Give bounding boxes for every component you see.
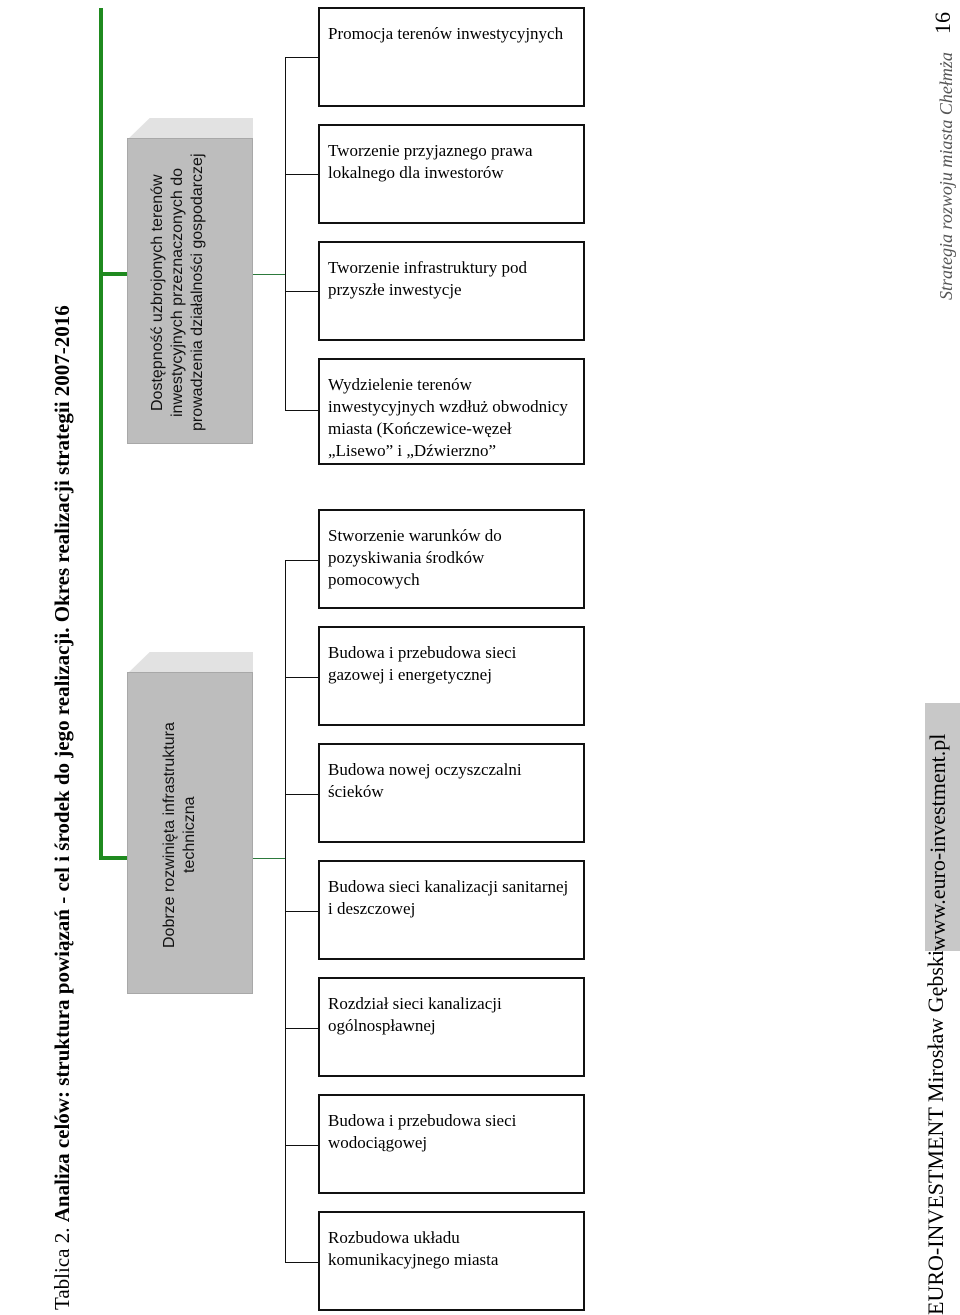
tick-action-7	[285, 794, 318, 795]
title-main: Analiza celów: struktura powiązań - cel …	[50, 305, 74, 1223]
trunk-branch-goal-1	[99, 272, 127, 276]
action-box: Tworzenie przyjaznego prawa lokalnego dl…	[318, 124, 585, 224]
goal-2-label: Dobrze rozwinięta infrastruktura technic…	[161, 722, 198, 948]
action-box: Tworzenie infrastruktury pod przyszłe in…	[318, 241, 585, 341]
title-prefix: Tablica 2.	[50, 1227, 74, 1311]
footer-url: www.euro-investment.pl	[925, 703, 960, 951]
goal-2-bevel	[127, 652, 253, 674]
tick-action-4	[285, 410, 318, 411]
trunk-branch-goal-2	[99, 856, 127, 860]
tick-action-8	[285, 911, 318, 912]
actions-1-vline	[285, 57, 286, 411]
tick-action-3	[285, 291, 318, 292]
tick-action-6	[285, 677, 318, 678]
action-box: Budowa sieci kanalizacji sanitarnej i de…	[318, 860, 585, 960]
tick-action-2	[285, 174, 318, 175]
tick-action-11	[285, 1262, 318, 1263]
tick-action-9	[285, 1028, 318, 1029]
document-title: Strategia rozwoju miasta Chełmża	[936, 52, 956, 300]
tick-action-1	[285, 57, 318, 58]
goal-1-bevel	[127, 118, 253, 140]
action-box: Budowa nowej oczyszczalni ścieków	[318, 743, 585, 843]
goal-1-box	[127, 138, 253, 444]
goal-1-connector	[253, 274, 286, 275]
goal-2-box	[127, 672, 253, 994]
tick-action-10	[285, 1145, 318, 1146]
tick-action-5	[285, 560, 318, 561]
action-box: Stworzenie warunków do pozyskiwania środ…	[318, 509, 585, 609]
page-title: Tablica 2. Analiza celów: struktura powi…	[50, 240, 82, 1311]
action-box: Rozdział sieci kanalizacji ogólnospławne…	[318, 977, 585, 1077]
footer-company: EURO-INVESTMENT Mirosław Gębski	[923, 949, 948, 1315]
action-box: Promocja terenów inwestycyjnych	[318, 7, 585, 107]
goal-1-label: Dostępność uzbrojonych terenów inwestycy…	[149, 153, 206, 432]
action-box: Wydzielenie terenów inwestycyjnych wzdłu…	[318, 358, 585, 465]
action-box: Rozbudowa układu komunikacyjnego miasta	[318, 1211, 585, 1311]
page-number: 16	[930, 12, 955, 34]
goal-2-connector	[253, 858, 286, 859]
action-box: Budowa i przebudowa sieci gazowej i ener…	[318, 626, 585, 726]
trunk-line	[99, 8, 103, 860]
action-box: Budowa i przebudowa sieci wodociągowej	[318, 1094, 585, 1194]
